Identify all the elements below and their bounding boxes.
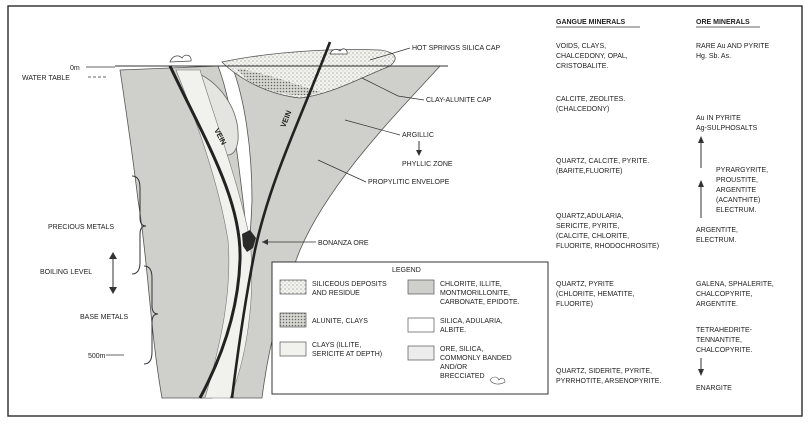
phyllic-callout: PHYLLIC ZONE [402, 161, 453, 168]
propylitic-callout: PROPYLITIC ENVELOPE [368, 179, 450, 186]
boiling-level-label: BOILING LEVEL [40, 269, 92, 276]
ore-minerals-header: ORE MINERALS [696, 19, 750, 26]
water-table-label: WATER TABLE [22, 75, 70, 82]
depth-top-label: 0m [70, 65, 80, 72]
hot-springs-callout: HOT SPRINGS SILICA CAP [412, 45, 501, 52]
legend-swatch-siliceous [280, 280, 306, 294]
legend-swatch-silica [408, 318, 434, 332]
legend-swatch-ore [408, 346, 434, 360]
legend-swatch-chlorite [408, 280, 434, 294]
precious-metals-label: PRECIOUS METALS [48, 224, 114, 231]
bonanza-ore-callout: BONANZA ORE [318, 240, 369, 247]
depth-bottom-label: 500m [88, 353, 106, 360]
legend-swatch-alunite [280, 313, 306, 327]
gangue-minerals-header: GANGUE MINERALS [556, 19, 626, 26]
ore-row-7: ENARGITE [696, 385, 732, 392]
legend-label-alunite: ALUNITE, CLAYS [312, 318, 368, 325]
legend-title: LEGEND [392, 267, 421, 274]
legend-swatch-clays [280, 342, 306, 356]
base-metals-label: BASE METALS [80, 314, 128, 321]
argillic-callout: ARGILLIC [402, 132, 434, 139]
clay-alunite-callout: CLAY-ALUNITE CAP [426, 97, 492, 104]
